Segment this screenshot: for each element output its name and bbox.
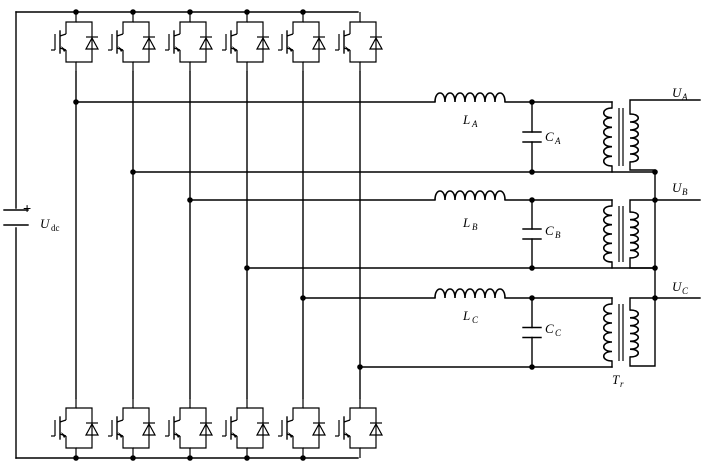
upper-igbt-4 [222,12,271,72]
junction-dot-8 [187,455,193,461]
junction-dot-23 [652,169,658,175]
junction-dot-5 [300,9,306,15]
output-c-label: U [672,279,683,294]
junction-dot-4 [244,9,250,15]
lower-igbt-row [51,398,384,458]
capacitor-c-subscript: C [555,328,562,338]
inductor-a-subscript: A [471,119,478,129]
junction-dot-18 [529,169,535,175]
junction-dot-21 [529,295,535,301]
neutral-connection [629,161,656,269]
upper-igbt-2 [108,12,157,72]
dc-plus-sign: + [23,200,31,216]
junction-dot-19 [529,197,535,203]
upper-igbt-5 [278,12,327,72]
output-b-subscript: B [682,187,688,197]
transformer-primary-a [602,107,613,167]
transformer-primary-c [602,303,613,362]
output-a-subscript: A [681,92,688,102]
inductor-b-subscript: B [472,222,478,232]
transformer-secondary-b [629,211,640,259]
output-c-subscript: C [682,286,689,296]
inductor-c [434,288,506,299]
output-a-label: U [672,85,683,100]
junction-dot-17 [529,99,535,105]
output-c-line [629,297,701,311]
junction-dot-22 [529,364,535,370]
transformer-bank [602,107,640,362]
junction-dot-26 [652,295,658,301]
lc-filters [434,92,542,339]
transformer-primary-b [602,205,613,263]
lower-igbt-2 [108,398,157,458]
junction-dot-1 [73,9,79,15]
lower-igbt-6 [335,398,384,458]
inductor-b-label: L [462,215,470,230]
upper-igbt-1 [51,12,100,72]
capacitor-b-subscript: B [555,230,561,240]
junction-dot-2 [130,9,136,15]
junction-dots [73,9,658,461]
transformer-subscript: r [620,379,624,389]
transformer-label: T [612,372,620,387]
output-a-line [629,99,701,115]
inductor-a [434,92,506,103]
capacitor-a-label: C [545,129,554,144]
secondary-c-neutral [629,267,656,367]
capacitor-a-subscript: A [554,136,561,146]
output-b-line [629,199,701,213]
junction-dot-12 [130,169,136,175]
junction-dot-10 [300,455,306,461]
capacitor-c-label: C [545,321,554,336]
secondary-b-neutral [629,257,656,269]
junction-dot-15 [300,295,306,301]
lower-igbt-5 [278,398,327,458]
inductor-c-label: L [462,308,470,323]
junction-dot-3 [187,9,193,15]
junction-dot-6 [73,455,79,461]
capacitor-b-label: C [545,223,554,238]
junction-dot-9 [244,455,250,461]
junction-dot-16 [357,364,363,370]
junction-dot-14 [244,265,250,271]
transformer-secondary-a [629,113,640,163]
junction-dot-11 [73,99,79,105]
output-b-label: U [672,180,683,195]
wiring [3,11,701,459]
upper-igbt-6 [335,12,384,72]
upper-igbt-3 [165,12,214,72]
junction-dot-20 [529,265,535,271]
junction-dot-25 [652,197,658,203]
inductor-c-subscript: C [472,315,479,325]
upper-igbt-row [51,12,384,72]
transformer-secondary-c [629,309,640,358]
junction-dot-7 [130,455,136,461]
inductor-b [434,190,506,201]
lower-igbt-4 [222,398,271,458]
inductor-a-label: L [462,112,470,127]
lower-igbt-1 [51,398,100,458]
dc-voltage-label: U [40,216,51,231]
junction-dot-13 [187,197,193,203]
lower-igbt-3 [165,398,214,458]
dc-voltage-subscript: dc [51,223,60,233]
junction-dot-24 [652,265,658,271]
